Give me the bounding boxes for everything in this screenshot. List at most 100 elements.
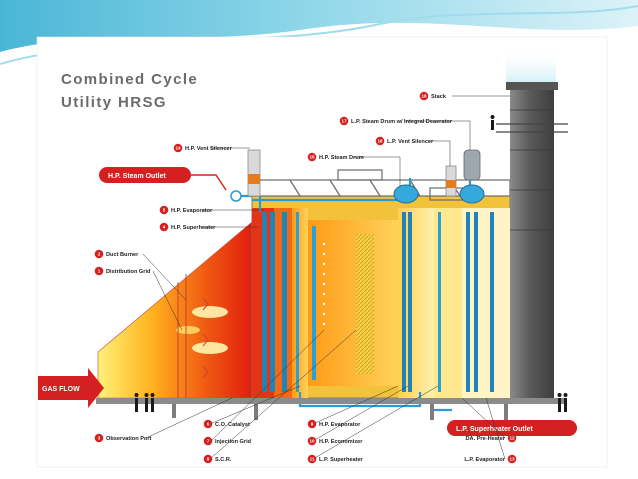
hp-steam-outlet-label: H.P. Steam Outlet [108,173,167,180]
scale-figures [134,115,568,412]
hp-vent-silencer [247,149,261,197]
callout-number: 2 [98,252,101,257]
callout-label: S.C.R. [215,457,232,463]
integral-deaerator [463,149,481,181]
callout-number: 3 [98,436,101,441]
duct-burner-flames [176,297,228,379]
callout-number: 6 [207,422,210,427]
callout-label: H.P. Evaporator [171,208,213,214]
injection-grid [322,242,326,326]
callout-badge [507,454,517,464]
callout-label: L.P. Vent Silencer [387,139,434,145]
callout-badge [339,116,349,126]
callout-9: 9 H.P. Evaporator [307,419,361,429]
callout-label: Injection Grid [215,439,252,445]
callout-number: 9 [311,422,314,427]
callout-11: 11 L.P. Superheater [307,454,364,464]
lp-steam-drum [459,184,485,204]
callout-number: 12 [509,436,515,441]
scr-hatched-panel [356,234,374,374]
callout-number: 13 [509,457,515,462]
callout-13: 13 L.P. Evaporator [464,454,517,464]
callout-badge [159,222,169,232]
stack-plume [506,48,556,84]
callout-16: 16 L.P. Vent Silencer [375,136,434,146]
callout-badge [203,454,213,464]
callout-number: 18 [421,94,427,99]
callout-badge [94,249,104,259]
callout-label: H.P. Economizer [319,439,363,445]
catalyst-section [292,208,308,398]
gas-flow-label: GAS FLOW [42,386,80,393]
callout-badge [307,152,317,162]
diagram-title-line-2: Utility HRSG [61,94,167,111]
callout-10: 10 H.P. Economizer [307,436,363,446]
callout-label: L.P. Evaporator [464,457,505,463]
callout-8: 8 S.C.R. [203,454,232,464]
callout-number: 16 [377,139,383,144]
foundation [96,398,566,404]
callout-badge [203,419,213,429]
hp-vent-silencer-band [248,174,260,184]
callout-number: 14 [175,146,181,151]
callout-label: Distribution Grid [106,269,151,275]
callout-4: 4 H.P. Superheater [159,222,216,232]
callout-number: 5 [163,208,166,213]
top-wave-decoration [0,0,638,52]
callout-number: 15 [309,155,315,160]
callout-label: H.P. Superheater [171,225,216,231]
callout-badge [94,266,104,276]
hp-steam-outlet-arrow [191,174,227,191]
hp-steam-drum [393,184,419,204]
hp-evaporator-2-section [308,220,398,386]
callout-label: H.P. Steam Drum [319,155,364,161]
callout-label: H.P. Evaporator [319,422,361,428]
callout-badge [203,436,213,446]
stack-platform [496,123,568,133]
callout-label: DA. Pre-Heater [466,436,506,442]
callout-number: 1 [98,269,101,274]
callout-1: 1 Distribution Grid [94,266,151,276]
stack-rings [510,109,554,231]
callout-badge [375,136,385,146]
callout-number: 17 [341,119,347,124]
callout-number: 8 [207,457,210,462]
callout-label: L.P. Steam Drum w/ Integral Deaerator [351,119,453,125]
gas-flow-arrow [38,368,104,408]
callout-number: 11 [310,457,315,462]
lp-vent-silencer-band [446,180,456,188]
callout-number: 10 [309,439,315,444]
hp-steam-outlet-tag [99,167,191,183]
callout-18: 18 Stack [419,91,447,101]
callout-badge [307,436,317,446]
callout-number: 7 [207,439,210,444]
callout-number: 4 [163,225,166,230]
callout-badge [307,454,317,464]
callout-label: Observation Port [106,436,152,442]
stack-cap [506,82,558,90]
callout-7: 7 Injection Grid [203,436,252,446]
callout-5: 5 H.P. Evaporator [159,205,213,215]
callout-15: 15 H.P. Steam Drum [307,152,364,162]
callout-badge [94,433,104,443]
callout-leaders [142,95,510,460]
callout-badge [173,143,183,153]
distribution-grid [177,274,187,398]
lp-superheater-outlet-tag [447,420,577,436]
tube-bundles [262,212,494,392]
callout-17: 17 L.P. Steam Drum w/ Integral Deaerator [339,116,453,126]
callout-label: Stack [431,94,447,100]
callout-badge [507,433,517,443]
callout-label: L.P. Superheater [319,457,364,463]
callout-label: H.P. Vent Silencer [185,146,233,152]
support-legs [172,404,508,420]
diagram-title-line-1: Combined Cycle [61,71,198,88]
exhaust-stack [510,86,554,398]
callout-badge [307,419,317,429]
hp-steam-outlet-valve [230,190,242,202]
